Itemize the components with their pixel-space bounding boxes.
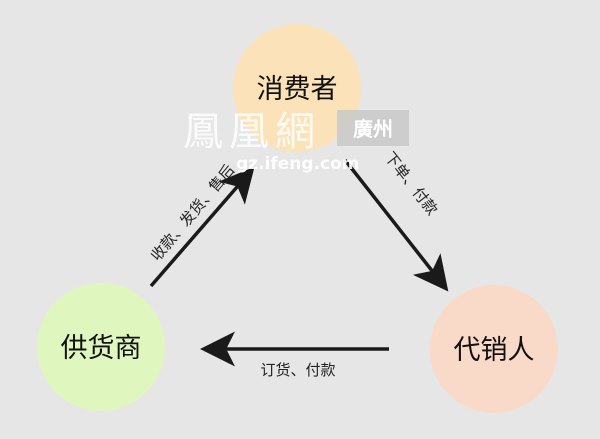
- supplier-label: 供货商: [61, 333, 142, 364]
- watermark-url: gz.ifeng.com: [236, 154, 359, 174]
- edge-label-distributor-to-supplier: 订货、付款: [260, 361, 335, 379]
- supplier-node: 供货商: [37, 283, 165, 411]
- consumer-label: 消费者: [257, 74, 338, 105]
- distributor-node: 代销人: [430, 285, 558, 413]
- consumer-circle: [233, 24, 361, 152]
- arrow-supplier-to-consumer: [149, 166, 255, 288]
- watermark-brand: 鳳凰網: [183, 109, 321, 155]
- edge-label-supplier-to-consumer: 收款、发货、售后: [147, 161, 238, 265]
- distributor-circle: [430, 285, 558, 413]
- consumer-node: 消费者: [233, 24, 361, 152]
- distributor-label: 代销人: [454, 335, 535, 366]
- edge-label-consumer-to-distributor: 下单、付款: [381, 148, 441, 218]
- watermark-city-badge: [337, 110, 409, 146]
- supplier-circle: [37, 283, 165, 411]
- arrow-consumer-to-distributor: [343, 158, 449, 292]
- watermark-city: 廣州: [353, 117, 393, 141]
- watermark: 鳳凰網 廣州 gz.ifeng.com: [183, 109, 409, 174]
